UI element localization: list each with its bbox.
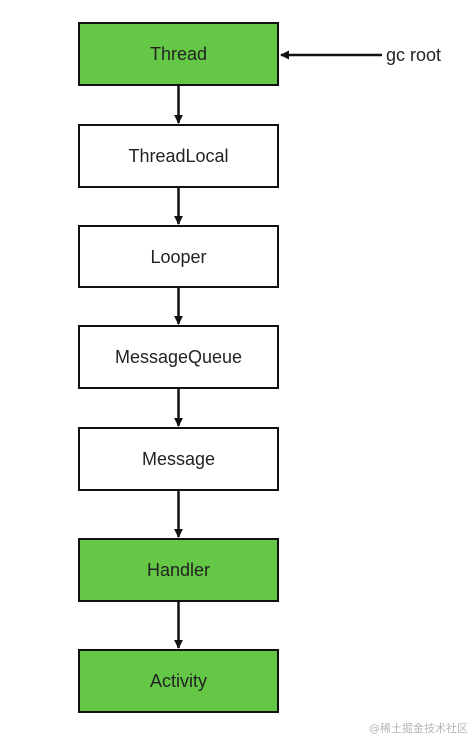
node-handler: Handler [78,538,279,602]
node-messagequeue: MessageQueue [78,325,279,389]
node-label-message: Message [142,449,215,469]
node-label-activity: Activity [150,671,207,691]
node-looper: Looper [78,225,279,288]
node-activity: Activity [78,649,279,713]
node-label-thread: Thread [150,44,207,64]
node-label-handler: Handler [147,560,210,580]
node-threadlocal: ThreadLocal [78,124,279,188]
node-box-messagequeue [78,325,279,389]
node-label-threadlocal: ThreadLocal [128,146,228,166]
node-thread: Thread [78,22,279,86]
node-box-activity [78,649,279,713]
node-box-threadlocal [78,124,279,188]
node-box-looper [78,225,279,288]
node-box-thread [78,22,279,86]
node-label-messagequeue: MessageQueue [115,347,242,367]
node-box-handler [78,538,279,602]
watermark: @稀土掘金技术社区 [369,722,468,735]
gc-root-label: gc root [386,45,441,65]
node-box-message [78,427,279,491]
node-message: Message [78,427,279,491]
node-label-looper: Looper [150,247,206,267]
